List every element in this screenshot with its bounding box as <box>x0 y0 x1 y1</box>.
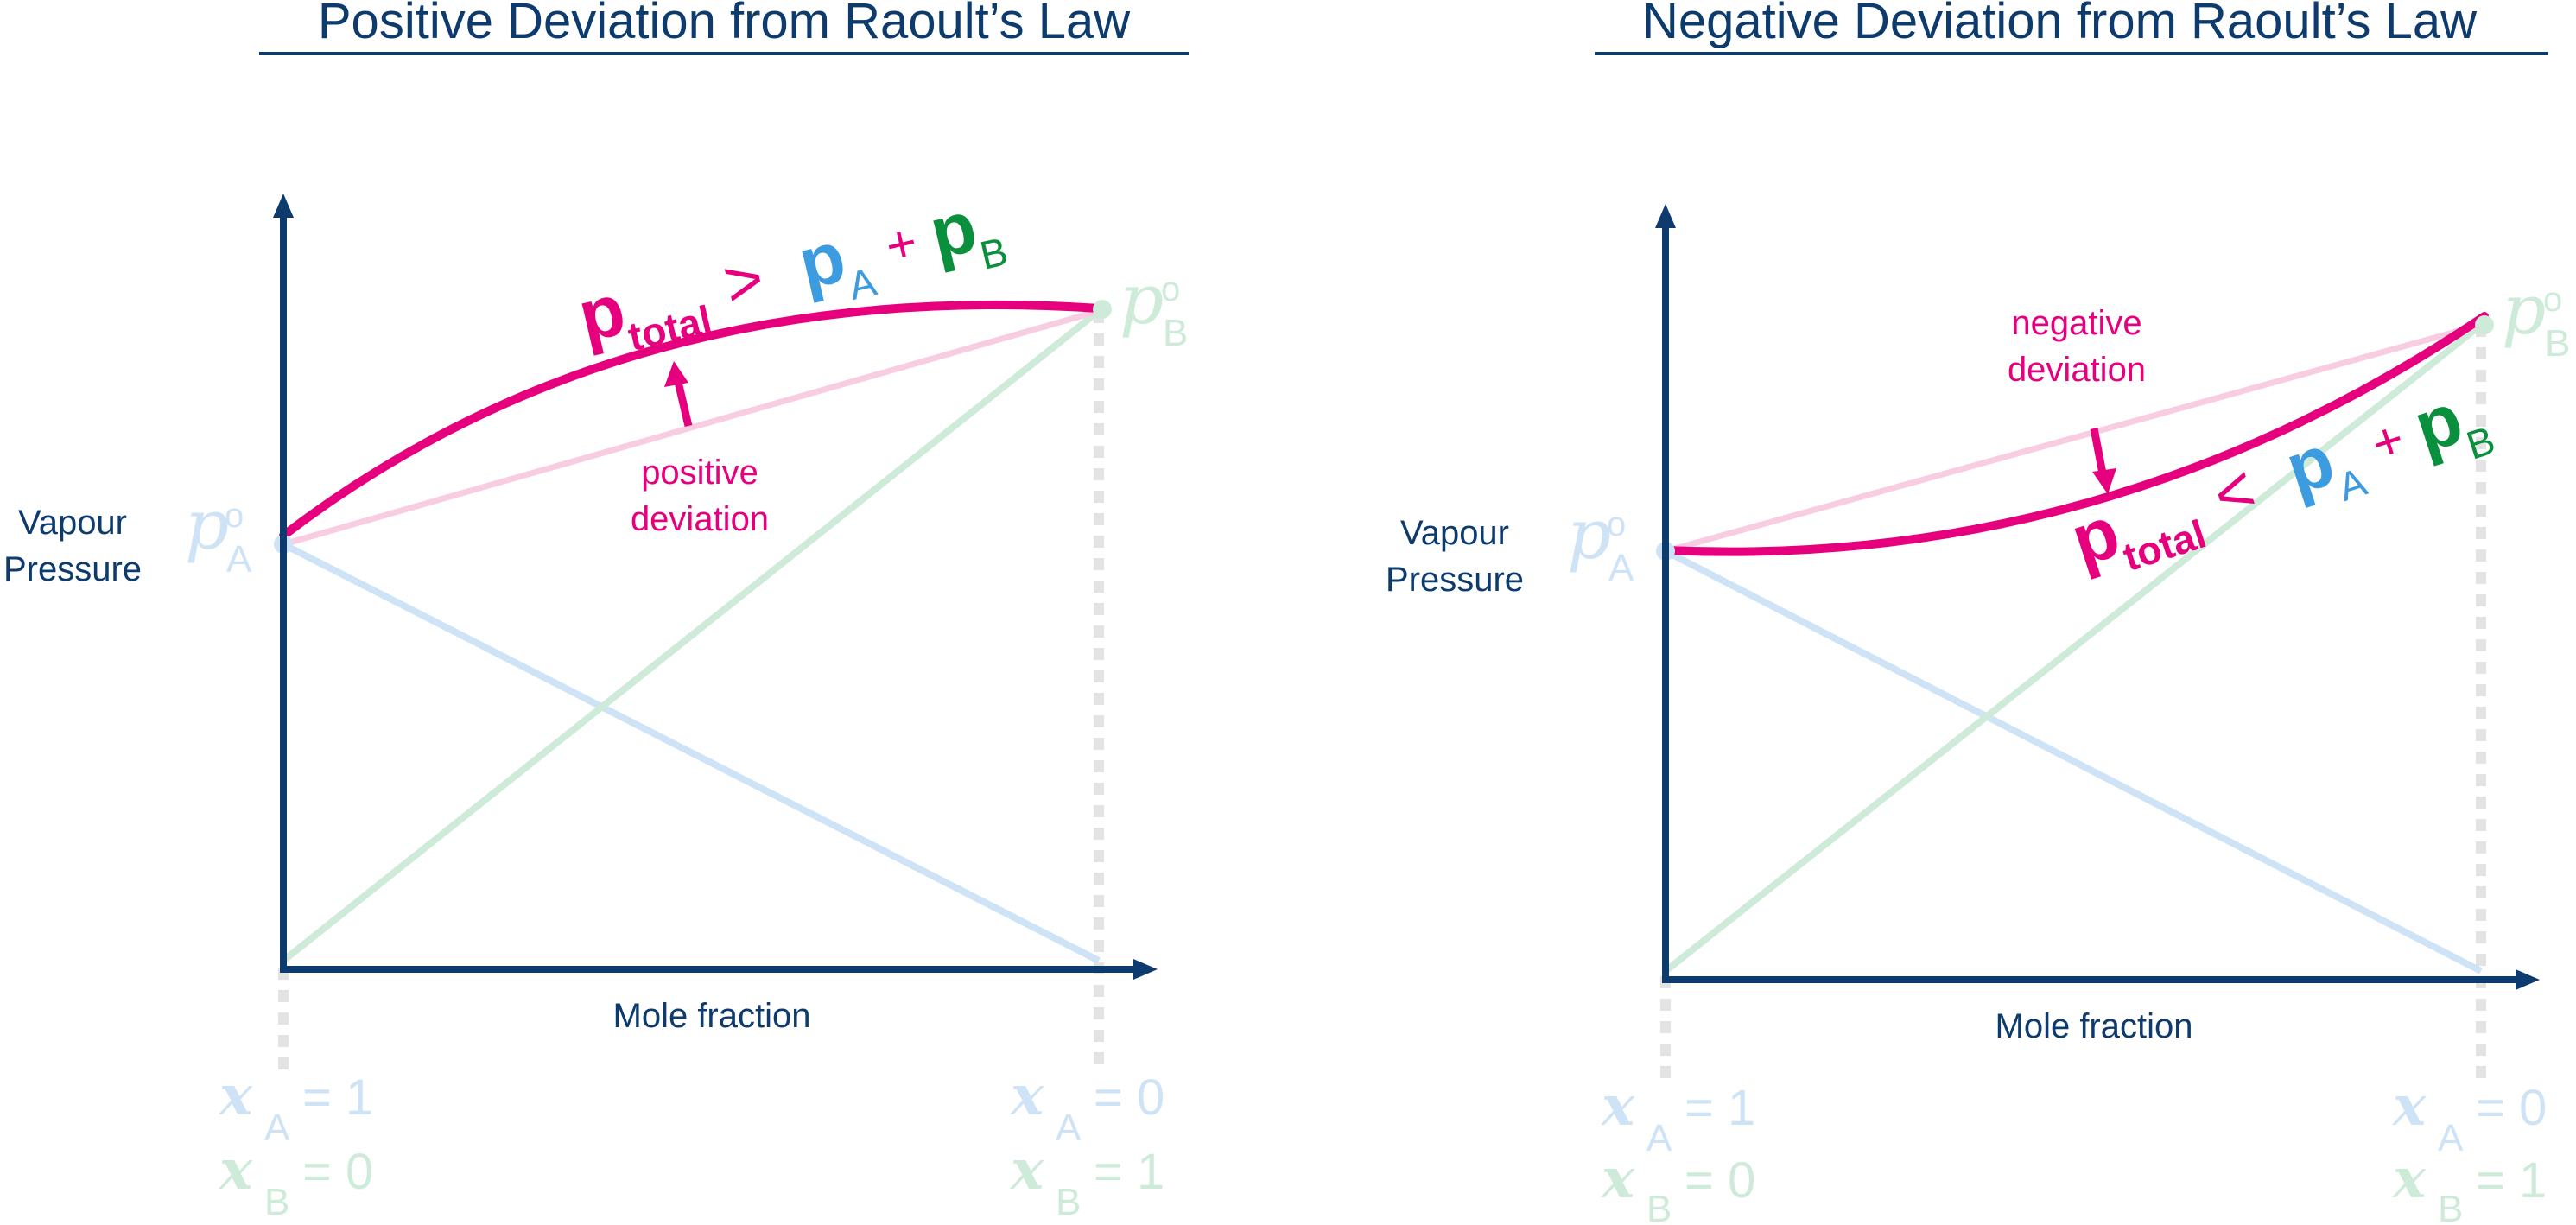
pa-pure-sup: o <box>225 497 244 535</box>
pb-pure-label: p <box>1120 259 1164 340</box>
xb-var-right: x <box>1009 1138 1044 1203</box>
pb-ideal-line <box>1663 321 2484 974</box>
deviation-arrow-head <box>664 361 688 387</box>
deviation-label-line2: deviation <box>631 500 769 538</box>
xa-value-right: = 0 <box>2476 1080 2547 1136</box>
y-axis-label-line2: Pressure <box>3 550 142 588</box>
xb-value-left: = 0 <box>302 1144 373 1200</box>
xb-sub-right: B <box>1056 1181 1081 1223</box>
pa-ideal-line <box>282 541 1101 964</box>
positive-deviation-panel: Positive Deviation from Raoult’s Law Vap… <box>3 0 1189 1223</box>
xa-value-right: = 0 <box>1094 1069 1164 1126</box>
left-composition-labels: x A = 1 x B = 0 <box>218 1063 373 1223</box>
xb-sub-right: B <box>2438 1188 2463 1225</box>
ptotal-ideal-line <box>282 308 1100 548</box>
pa-pure-sub: A <box>226 538 252 581</box>
y-axis-label: Vapour <box>1400 514 1509 552</box>
y-axis-arrowhead <box>1655 204 1676 228</box>
ptotal-actual-curve <box>1661 312 2489 556</box>
xa-var-left: x <box>218 1063 253 1128</box>
x-axis-arrowhead <box>2516 969 2540 990</box>
deviation-arrow-shaft <box>2090 428 2107 474</box>
pb-ideal-line <box>281 308 1101 964</box>
y-axis-label: Vapour <box>18 504 127 542</box>
pa-sub: A <box>845 258 881 308</box>
xa-var-right: x <box>2391 1074 2427 1139</box>
pa-ideal-line <box>1664 548 2483 974</box>
xb-var-left: x <box>218 1138 253 1203</box>
pa-pure-sup: o <box>1607 505 1626 543</box>
pb-endpoint-dot <box>2475 315 2494 334</box>
xb-value-left: = 0 <box>1685 1152 1755 1209</box>
pb-pure-label: p <box>2502 270 2546 350</box>
negative-deviation-panel: Negative Deviation from Raoult’s Law Vap… <box>1386 0 2570 1225</box>
right-composition-labels: x A = 0 x B = 1 <box>2391 1074 2547 1225</box>
ptotal-symbol: p <box>571 268 632 357</box>
pb-symbol: p <box>2404 378 2471 468</box>
y-axis-label-line2: Pressure <box>1386 561 1524 599</box>
panel-title: Positive Deviation from Raoult’s Law <box>318 0 1131 49</box>
xa-sub-right: A <box>2438 1117 2464 1159</box>
xa-var-right: x <box>1009 1063 1044 1128</box>
left-composition-labels: x A = 1 x B = 0 <box>1600 1074 1755 1225</box>
deviation-arrow-head <box>2092 468 2116 494</box>
pb-endpoint-dot <box>1093 300 1112 319</box>
deviation-arrow-shaft <box>674 380 693 428</box>
pa-symbol: p <box>2276 419 2344 510</box>
pb-pure-sub: B <box>1163 312 1188 354</box>
pb-sub: B <box>2461 417 2500 468</box>
xa-value-left: = 1 <box>1685 1080 1755 1136</box>
pb-pure-sup: o <box>2543 281 2562 319</box>
x-axis-label: Mole fraction <box>613 997 811 1035</box>
pa-pure-sub: A <box>1608 547 1634 589</box>
xa-value-left: = 1 <box>302 1069 373 1126</box>
xb-var-right: x <box>2391 1146 2427 1211</box>
xb-sub-left: B <box>264 1181 289 1223</box>
xb-sub-left: B <box>1646 1188 1672 1225</box>
xa-var-left: x <box>1600 1074 1635 1139</box>
x-axis-label: Mole fraction <box>1995 1007 2193 1045</box>
relation-operator: > <box>717 241 771 321</box>
xb-value-right: = 1 <box>2476 1152 2547 1209</box>
xb-value-right: = 1 <box>1094 1144 1164 1200</box>
ptotal-sub: total <box>2117 511 2211 580</box>
panel-title: Negative Deviation from Raoult’s Law <box>1642 0 2478 49</box>
pa-pure-label: p <box>185 485 229 565</box>
xb-var-left: x <box>1600 1146 1635 1211</box>
ptotal-actual-curve <box>279 300 1103 540</box>
pb-sub: B <box>976 228 1012 278</box>
plus-sign: + <box>880 213 923 276</box>
ptotal-ideal-line <box>1665 321 2482 555</box>
deviation-label-line1: negative <box>2011 304 2141 342</box>
relation-operator: < <box>2205 452 2263 534</box>
y-axis-arrowhead <box>273 194 294 218</box>
xa-sub-left: A <box>1646 1117 1672 1159</box>
pa-sub: A <box>2333 459 2373 510</box>
pb-pure-sup: o <box>1161 270 1180 308</box>
x-axis-arrowhead <box>1133 959 1158 980</box>
pa-pure-label: p <box>1567 494 1611 574</box>
plus-sign: + <box>2364 409 2411 474</box>
pa-symbol: p <box>791 216 853 305</box>
right-composition-labels: x A = 0 x B = 1 <box>1009 1063 1164 1223</box>
pb-symbol: p <box>923 185 984 274</box>
deviation-label-line1: positive <box>641 454 758 492</box>
xa-sub-left: A <box>264 1107 290 1149</box>
xa-sub-right: A <box>1056 1107 1082 1149</box>
deviation-label-line2: deviation <box>2008 351 2146 389</box>
ptotal-sub: total <box>624 296 715 359</box>
pb-pure-sub: B <box>2545 322 2570 365</box>
relation-label: p total > p A + p B <box>571 185 1012 359</box>
